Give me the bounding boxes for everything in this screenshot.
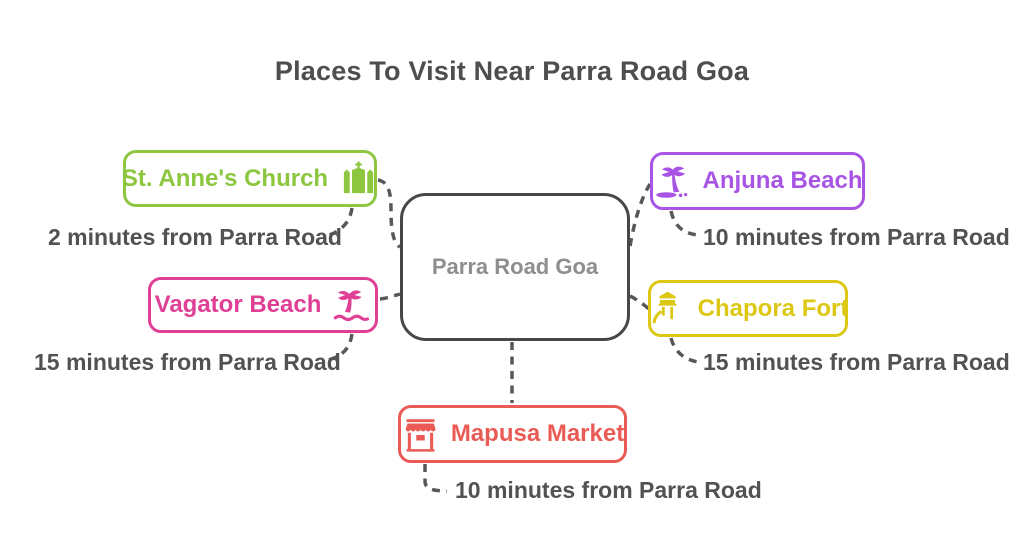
node-label-mapusa-market: Mapusa Market: [450, 420, 625, 447]
node-st-annes-church: St. Anne's Church: [121, 150, 378, 207]
node-anjuna-beach: Anjuna Beach: [650, 152, 865, 210]
church-icon: [339, 159, 378, 198]
node-label-chapora-fort: Chapora Fort: [697, 294, 849, 322]
caption-st-annes-church: 2 minutes from Parra Road: [48, 224, 342, 250]
connector-vagator-to-caption: [327, 333, 354, 362]
connector-chapora-to-center: [629, 294, 651, 311]
node-mapusa-market: Mapusa Market: [398, 405, 627, 463]
node-chapora-fort: Chapora Fort: [648, 280, 848, 337]
connector-anjuna-to-center: [628, 183, 652, 247]
node-label-vagator-beach: Vagator Beach: [154, 291, 322, 318]
caption-mapusa-market: 10 minutes from Parra Road: [455, 477, 762, 503]
connector-chapora-to-caption: [669, 337, 699, 364]
connector-mapusa-to-caption: [423, 464, 448, 493]
palm-tree-icon: [652, 162, 691, 201]
central-node-label: Parra Road Goa: [431, 254, 599, 279]
node-vagator-beach: Vagator Beach: [148, 277, 378, 333]
node-label-st-annes-church: St. Anne's Church: [121, 164, 329, 192]
caption-anjuna-beach: 10 minutes from Parra Road: [703, 224, 1010, 250]
node-label-anjuna-beach: Anjuna Beach: [702, 167, 863, 194]
connector-church-to-caption: [322, 207, 354, 239]
page-title: Places To Visit Near Parra Road Goa: [274, 56, 750, 86]
market-stall-icon: [401, 415, 440, 454]
palm-beach-waves-icon: [332, 286, 371, 325]
connector-church-to-center: [377, 178, 402, 249]
caption-chapora-fort: 15 minutes from Parra Road: [703, 349, 1010, 375]
connector-anjuna-to-caption: [669, 210, 698, 237]
connector-vagator-to-center: [379, 292, 401, 301]
caption-vagator-beach: 15 minutes from Parra Road: [34, 349, 341, 375]
fort-watchtower-icon: [648, 289, 687, 328]
central-node-parra-road-goa: Parra Road Goa: [400, 193, 630, 341]
